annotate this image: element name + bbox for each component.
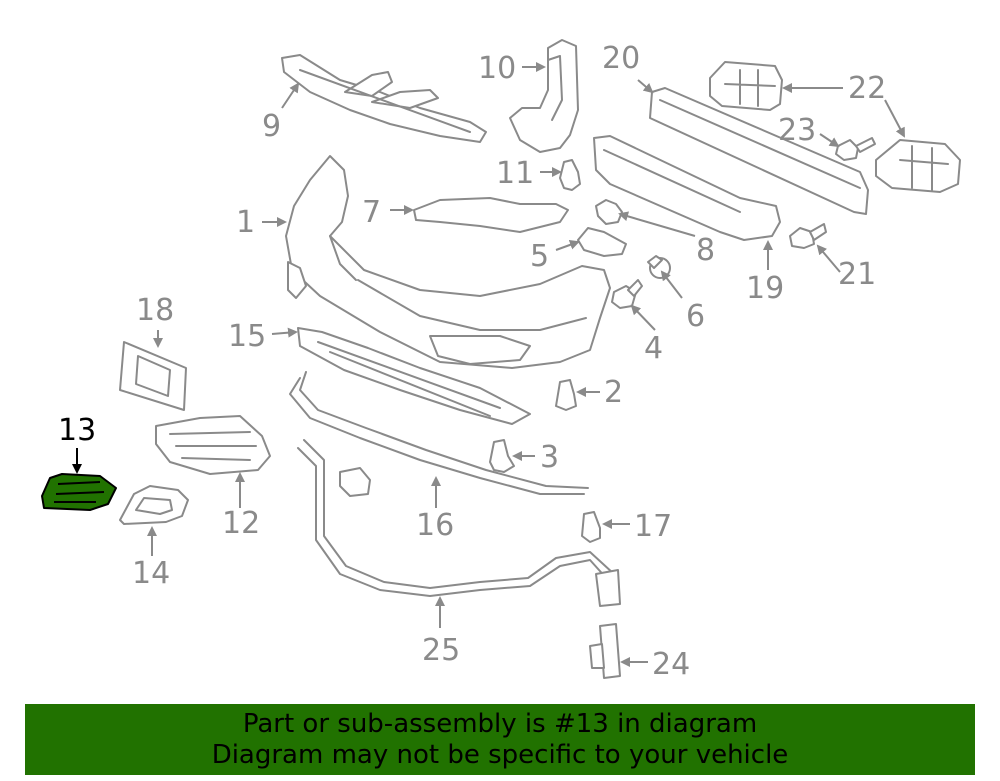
part-5-bracket — [577, 227, 627, 257]
callout-9: 9 — [262, 109, 281, 144]
callout-12: 12 — [222, 506, 260, 541]
part-23-bolt — [835, 137, 876, 161]
part-24-sensor — [589, 623, 621, 679]
leader-lines — [72, 62, 905, 667]
callout-22: 22 — [848, 71, 886, 106]
part-17-clip — [581, 511, 601, 543]
part-20-absorber — [649, 87, 869, 215]
part-6-screw — [647, 255, 671, 279]
callout-19: 19 — [746, 271, 784, 306]
part-11-clip — [559, 159, 581, 191]
part-1-bumper-cover — [285, 155, 611, 369]
part-22-mount-brackets — [709, 61, 961, 193]
callout-25: 25 — [422, 633, 460, 668]
part-25-wire-harness — [297, 439, 621, 607]
part-16-lower-strip — [289, 371, 589, 495]
part-7-bracket — [413, 197, 569, 233]
callout-6: 6 — [686, 299, 705, 334]
callout-8: 8 — [696, 233, 715, 268]
callout-10: 10 — [478, 51, 516, 86]
callout-16: 16 — [416, 508, 454, 543]
callout-3: 3 — [540, 440, 559, 475]
callout-23: 23 — [778, 113, 816, 148]
callout-14: 14 — [132, 556, 170, 591]
part-12-fog-housing — [155, 415, 271, 475]
part-10-side-bracket — [509, 39, 579, 153]
callout-24: 24 — [652, 647, 690, 682]
info-banner: Part or sub-assembly is #13 in diagram D… — [25, 704, 975, 775]
callout-labels: 1 2 3 4 5 6 7 8 9 10 11 12 13 14 15 16 1… — [58, 41, 886, 682]
callout-4: 4 — [644, 331, 663, 366]
callout-15: 15 — [228, 319, 266, 354]
part-21-bolt — [789, 223, 827, 249]
part-14-fog-bezel — [119, 485, 189, 525]
callout-1: 1 — [236, 205, 255, 240]
callout-13: 13 — [58, 413, 96, 448]
callout-20: 20 — [602, 41, 640, 76]
part-2-clip — [555, 379, 577, 411]
part-15-lower-grille — [297, 327, 531, 425]
part-3-bolt — [489, 439, 515, 473]
callout-5: 5 — [530, 239, 549, 274]
part-13-fog-cover — [41, 473, 117, 511]
callout-21: 21 — [838, 257, 876, 292]
callout-7: 7 — [362, 195, 381, 230]
banner-line-2: Diagram may not be specific to your vehi… — [211, 740, 789, 770]
part-18-license-bracket — [119, 341, 187, 411]
callout-11: 11 — [496, 156, 534, 191]
callout-18: 18 — [136, 293, 174, 328]
callout-17: 17 — [634, 509, 672, 544]
parts-diagram: 1 2 3 4 5 6 7 8 9 10 11 12 13 14 15 16 1… — [41, 39, 961, 682]
banner-line-1: Part or sub-assembly is #13 in diagram — [242, 709, 758, 739]
part-8-bolt — [595, 199, 623, 225]
part-8-reinforcement-beam — [593, 135, 781, 241]
part-4-bolt — [611, 279, 643, 309]
callout-2: 2 — [604, 375, 623, 410]
part-9-upper-support — [281, 54, 487, 143]
